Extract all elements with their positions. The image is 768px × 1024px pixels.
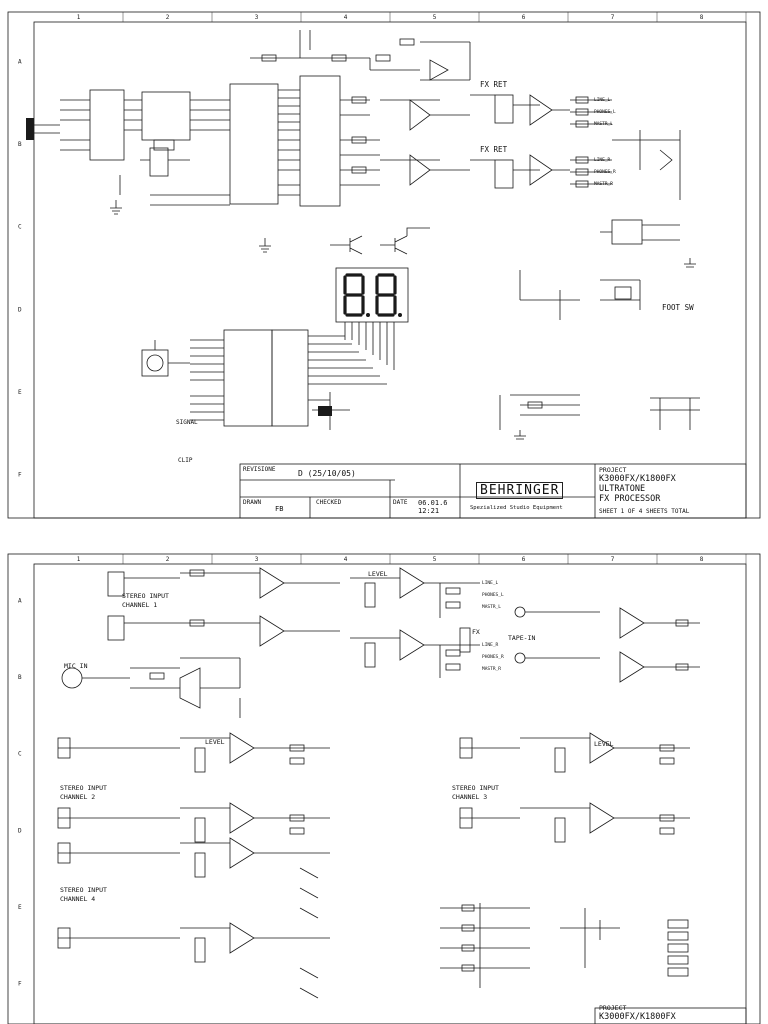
stereo-in-2-label: STEREO INPUT CHANNEL 2 (60, 784, 107, 801)
border-col-1: 1 (77, 14, 81, 21)
border-col-1: 1 (77, 556, 81, 563)
revisione-label: REVISIONE (243, 466, 276, 473)
phones-l-label: PHONES_L (594, 110, 616, 115)
border-col-7: 7 (611, 14, 615, 21)
project-label: PROJECT (599, 466, 627, 474)
foot-sw-label: FOOT SW (662, 303, 694, 312)
master-r-label: MASTR_R (594, 182, 613, 187)
phones-r-label-2: PHONES_R (482, 655, 504, 660)
border-col-6: 6 (522, 556, 526, 563)
border-col-4: 4 (344, 14, 348, 21)
decimal-point (398, 313, 402, 317)
border-row-A: A (18, 597, 22, 604)
line-l-label: LINE_L (594, 98, 611, 103)
date-value: 06.01.6 (418, 499, 448, 507)
border-row-F: F (18, 472, 22, 479)
behringer-logo: BEHRINGER (476, 482, 564, 499)
master-l-label: MASTR_L (594, 122, 613, 127)
mic-in-label: MIC IN (64, 662, 88, 670)
project-description: FX PROCESSOR (599, 494, 661, 504)
level-label-ch1: LEVEL (368, 570, 388, 578)
master-l-label-2: MASTR_L (482, 605, 501, 610)
level-label-ch2: LEVEL (205, 738, 225, 746)
brand-subtitle: Spezialized Studio Equipment (470, 505, 563, 511)
border-col-3: 3 (255, 14, 259, 21)
time-value: 12:21 (418, 507, 440, 515)
revisione-value: D (25/10/05) (298, 469, 356, 478)
stereo-in-1-label: STEREO INPUT CHANNEL 1 (122, 592, 169, 609)
border-row-C: C (18, 224, 22, 231)
border-col-3: 3 (255, 556, 259, 563)
sheet-1-drawing: 1 2 3 4 5 6 7 8A B C D E F (7, 11, 761, 519)
project-name: K3000FX/K1800FX (599, 474, 676, 484)
line-r-label-2: LINE_R (482, 643, 499, 648)
border-col-7: 7 (611, 556, 615, 563)
border-col-4: 4 (344, 556, 348, 563)
border-col-5: 5 (433, 14, 437, 21)
decimal-point (366, 313, 370, 317)
border-row-B: B (18, 674, 22, 681)
border-col-2: 2 (166, 14, 170, 21)
signal-label: SIGNAL (176, 419, 198, 426)
clip-label: CLIP (178, 457, 193, 464)
fx-ret-top-label: FX RET (480, 80, 508, 89)
master-r-label-2: MASTR_R (482, 667, 501, 672)
phones-r-label: PHONES_R (594, 170, 616, 175)
line-l-label-2: LINE_L (482, 581, 499, 586)
border-col-2: 2 (166, 556, 170, 563)
border-row-E: E (18, 904, 22, 911)
border-col-8: 8 (700, 14, 704, 21)
date-label: DATE (393, 499, 408, 506)
checked-label: CHECKED (316, 499, 342, 506)
stereo-in-3-label: STEREO INPUT CHANNEL 3 (452, 784, 499, 801)
project-label-2: PROJECT (599, 1004, 627, 1012)
stereo-in-4-label: STEREO INPUT CHANNEL 4 (60, 886, 107, 903)
border-row-D: D (18, 306, 22, 313)
level-label-ch3: LEVEL (594, 740, 614, 748)
drawn-value: FB (275, 505, 284, 513)
border-col-5: 5 (433, 556, 437, 563)
border-row-C: C (18, 751, 22, 758)
drawn-label: DRAWN (243, 499, 262, 506)
line-r-label: LINE_R (594, 158, 611, 163)
fx-ret-bottom-label: FX RET (480, 145, 508, 154)
border-row-F: F (18, 981, 22, 988)
sheet-number: SHEET 1 OF 4 SHEETS TOTAL (599, 508, 690, 515)
tape-in-label: TAPE-IN (508, 634, 536, 642)
border-row-B: B (18, 141, 22, 148)
border-row-D: D (18, 827, 22, 834)
phones-l-label-2: PHONES_L (482, 593, 504, 598)
border-col-6: 6 (522, 14, 526, 21)
fx-label-ch1: FX (472, 628, 480, 636)
border-row-A: A (18, 58, 22, 65)
border-row-E: E (18, 389, 22, 396)
project-subtitle: ULTRATONE (599, 484, 646, 494)
sheet-2-drawing: 1 2 3 4 5 6 7 8A B C D E F (7, 553, 761, 1024)
border-col-8: 8 (700, 556, 704, 563)
project-name-2: K3000FX/K1800FX (599, 1012, 676, 1022)
